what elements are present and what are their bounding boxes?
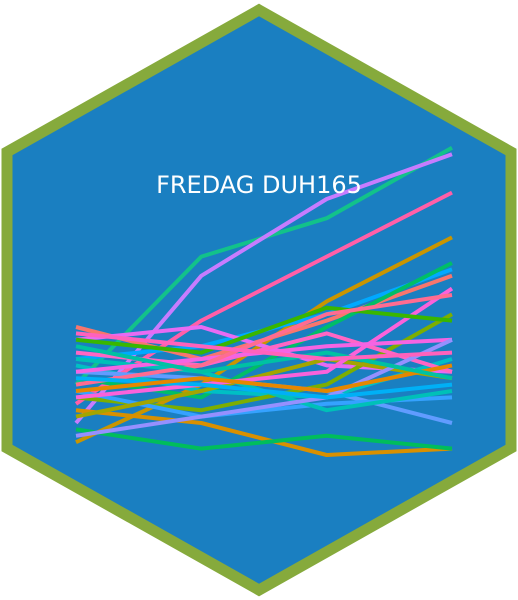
series-line-25 bbox=[75, 344, 453, 381]
series-line-3 bbox=[74, 190, 453, 406]
series-line-13 bbox=[75, 408, 453, 457]
series-line-17 bbox=[75, 286, 454, 400]
series-line-20 bbox=[75, 305, 453, 355]
series-line-14 bbox=[75, 427, 453, 451]
series-line-23 bbox=[75, 376, 453, 400]
series-line-24 bbox=[75, 363, 453, 393]
series-line-22 bbox=[75, 337, 453, 438]
series-line-2 bbox=[74, 152, 453, 425]
line-plot bbox=[74, 146, 454, 457]
hex-background bbox=[1, 3, 517, 597]
series-line-26 bbox=[75, 331, 453, 361]
sticker-title: FREDAG DUH165 bbox=[156, 171, 362, 199]
series-line-4 bbox=[75, 235, 453, 445]
series-line-21 bbox=[75, 293, 453, 387]
